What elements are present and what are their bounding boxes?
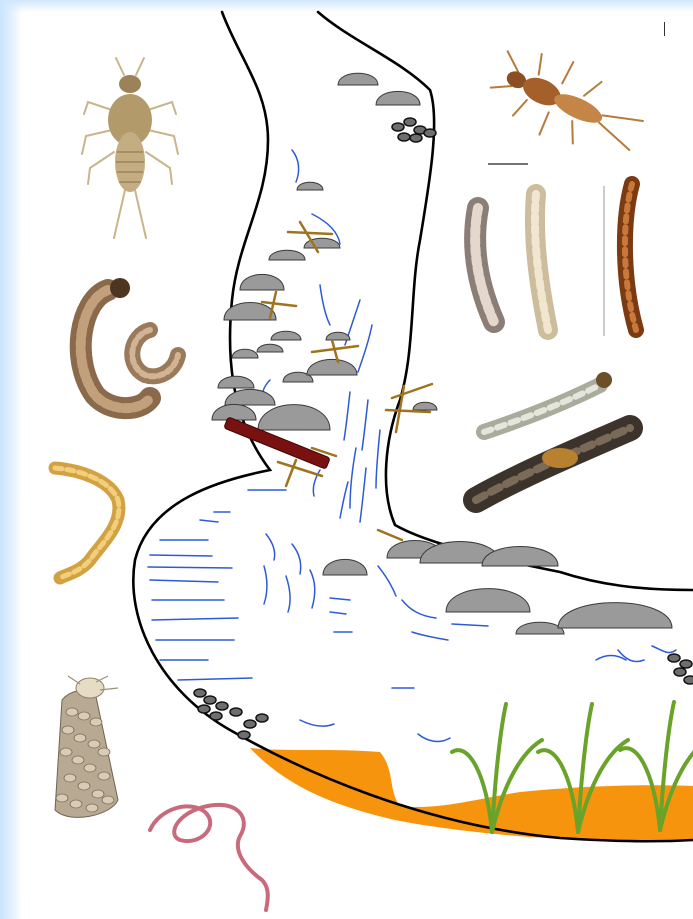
stone (482, 547, 558, 567)
pebble (404, 118, 416, 126)
case-stone (88, 740, 100, 748)
pebble (392, 123, 404, 131)
pebble (194, 689, 206, 697)
case-stone (98, 772, 110, 780)
case-stone (74, 734, 86, 742)
pebble (244, 720, 256, 728)
case-stone (62, 726, 74, 734)
case-stone (78, 782, 90, 790)
pebble (204, 696, 216, 704)
case-stone (92, 790, 104, 798)
case-stone (98, 748, 110, 756)
case-stone (72, 756, 84, 764)
case-stone (64, 774, 76, 782)
blackfly-larva-illustration (604, 184, 636, 336)
pebble (410, 134, 422, 142)
aquatic-worm-illustration (150, 805, 268, 910)
mayfly-nymph-illustration (481, 35, 653, 172)
stick-case-caddisfly-illustration (476, 372, 630, 500)
pebble (198, 705, 210, 713)
pebble (256, 714, 268, 722)
pebble (398, 133, 410, 141)
caddisfly-larva-curled-illustration (81, 278, 178, 408)
case-stone (86, 804, 98, 812)
pebble (680, 660, 692, 668)
pebble (424, 129, 436, 137)
pebble (684, 676, 693, 684)
pebble (674, 668, 686, 676)
case-stone (102, 796, 114, 804)
case-stone (84, 764, 96, 772)
stone (413, 402, 437, 410)
pebble (216, 702, 228, 710)
pebble (238, 731, 250, 739)
case-stone (60, 748, 72, 756)
stream-channel (133, 12, 693, 800)
case-stone (56, 794, 68, 802)
current-line (148, 567, 232, 568)
case-stone (66, 708, 78, 716)
stone-case-caddisfly-illustration (55, 676, 118, 817)
case-stone (90, 718, 102, 726)
case-stone (70, 800, 82, 808)
case-stone (78, 712, 90, 720)
cranefly-larva-illustration (55, 468, 119, 578)
current-line (150, 555, 212, 556)
midge-larvae-illustration (475, 194, 548, 330)
pebble (668, 654, 680, 662)
stonefly-nymph-illustration (82, 58, 178, 238)
pebble (210, 712, 222, 720)
pebble (230, 708, 242, 716)
